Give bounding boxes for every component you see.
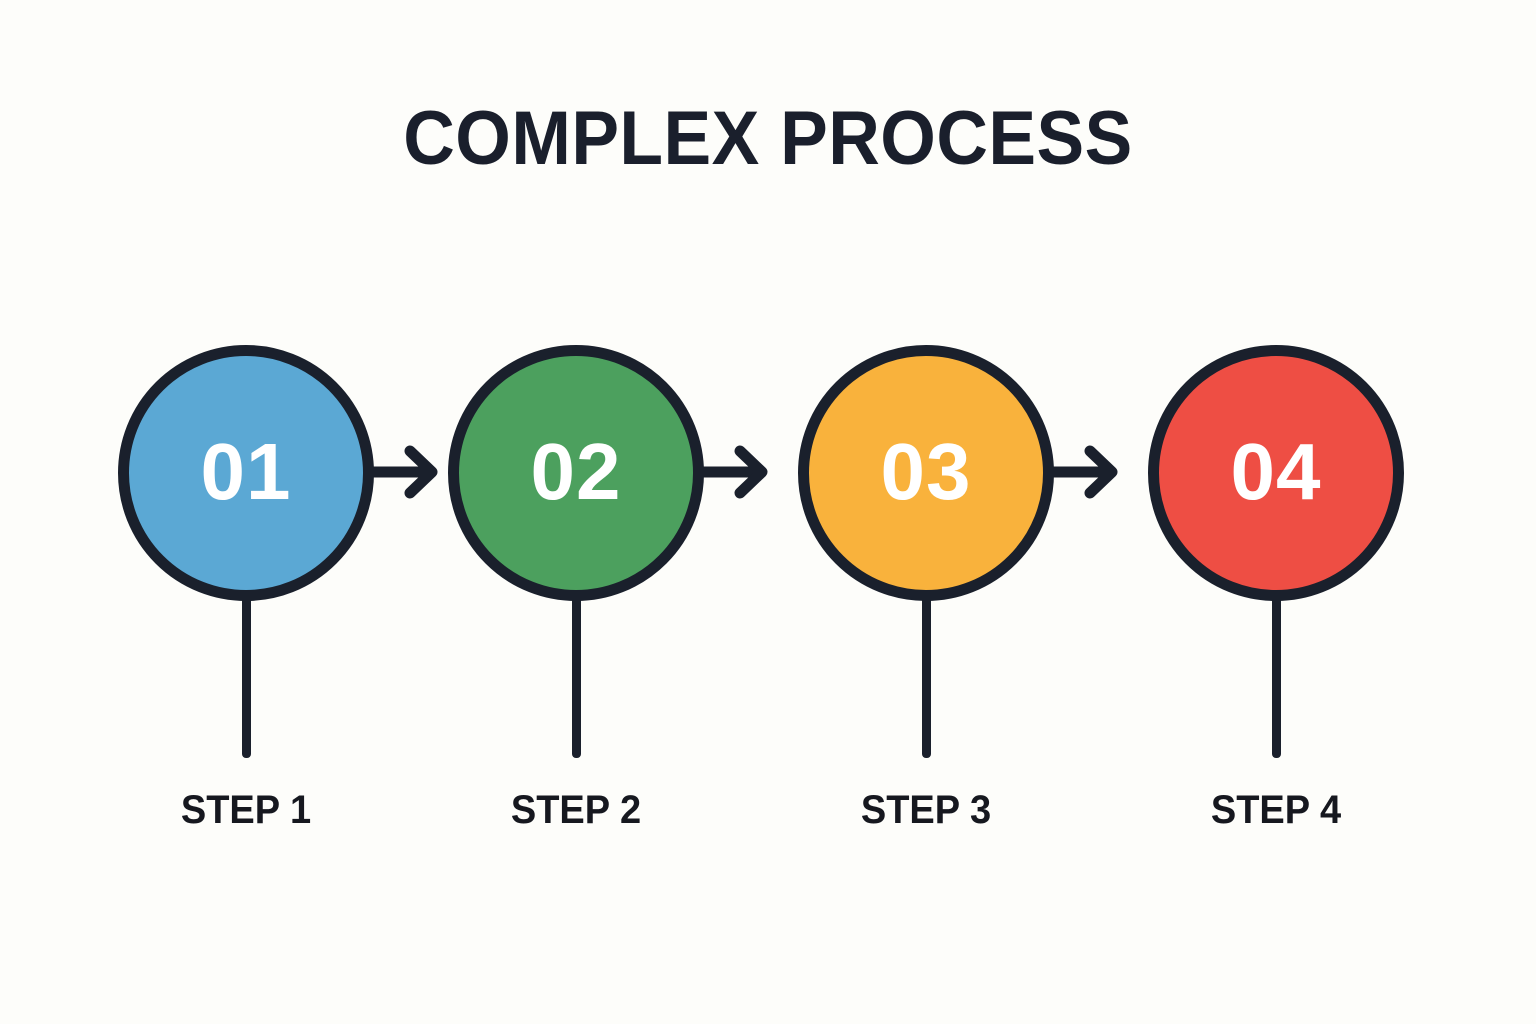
step-stem-3	[922, 596, 931, 758]
step-stem-4	[1272, 596, 1281, 758]
step-number-2: 02	[530, 427, 622, 516]
step-node-3[interactable]: 03	[798, 345, 1054, 601]
step-label-3: STEP 3	[860, 788, 992, 832]
step-node-2[interactable]: 02	[448, 345, 704, 601]
step-circle-3[interactable]: 03	[798, 345, 1054, 601]
arrow-right-icon	[368, 441, 448, 503]
step-number-1: 01	[200, 427, 292, 516]
step-node-1[interactable]: 01	[118, 345, 374, 601]
step-number-4: 04	[1230, 427, 1322, 516]
step-circle-2[interactable]: 02	[448, 345, 704, 601]
step-number-3: 03	[880, 427, 972, 516]
step-circle-1[interactable]: 01	[118, 345, 374, 601]
step-label-4: STEP 4	[1210, 788, 1342, 832]
step-label-2: STEP 2	[510, 788, 642, 832]
step-stem-2	[572, 596, 581, 758]
step-circle-4[interactable]: 04	[1148, 345, 1404, 601]
arrow-right-icon	[698, 441, 778, 503]
step-node-4[interactable]: 04	[1148, 345, 1404, 601]
step-label-1: STEP 1	[180, 788, 312, 832]
page-title: COMPLEX PROCESS	[403, 96, 1133, 181]
step-stem-1	[242, 596, 251, 758]
arrow-right-icon	[1048, 441, 1128, 503]
